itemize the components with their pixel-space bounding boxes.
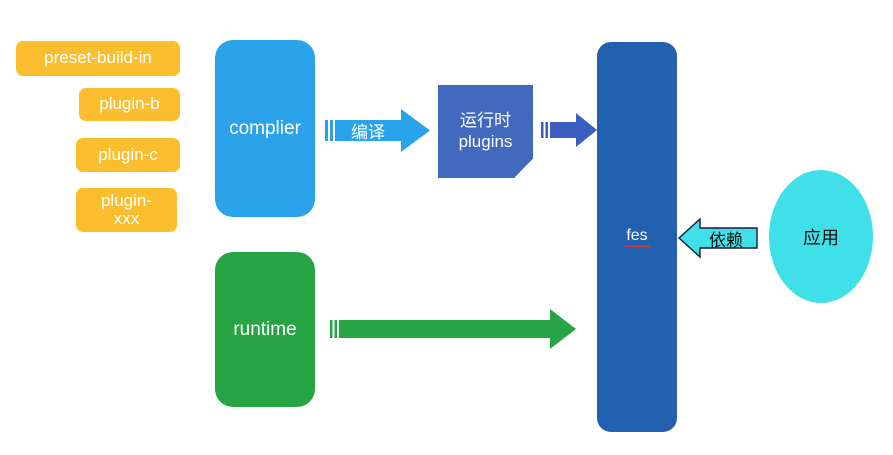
node-fes[interactable]: fes bbox=[597, 42, 677, 432]
arrow-plugins-to-fes bbox=[541, 112, 597, 148]
plugin-chip-label: plugin-c bbox=[98, 144, 158, 164]
plugin-chip-plugin-xxx[interactable]: plugin-xxx bbox=[76, 188, 177, 232]
node-app[interactable]: 应用 bbox=[769, 170, 873, 303]
node-runtime-plugins-line1: 运行时 bbox=[460, 111, 511, 131]
plugin-chip-preset-build-in[interactable]: preset-build-in bbox=[16, 41, 180, 76]
node-complier[interactable]: complier bbox=[215, 40, 315, 217]
node-runtime[interactable]: runtime bbox=[215, 252, 315, 407]
node-runtime-plugins-line2: plugins bbox=[458, 131, 513, 151]
plugin-chip-plugin-b[interactable]: plugin-b bbox=[79, 88, 180, 121]
node-runtime-label: runtime bbox=[233, 318, 297, 340]
node-fes-label: fes bbox=[625, 227, 652, 248]
arrow-depends bbox=[677, 217, 758, 259]
plugin-chip-plugin-c[interactable]: plugin-c bbox=[76, 138, 180, 172]
plugin-chip-label: plugin-b bbox=[99, 94, 160, 114]
node-app-label: 应用 bbox=[803, 227, 839, 248]
plugin-chip-label: preset-build-in bbox=[44, 48, 152, 68]
arrow-runtime-to-fes bbox=[330, 308, 576, 350]
arrow-compile bbox=[325, 108, 430, 153]
node-runtime-plugins[interactable]: 运行时 plugins bbox=[438, 85, 533, 178]
node-complier-label: complier bbox=[229, 117, 301, 139]
note-fold-corner bbox=[514, 158, 533, 178]
plugin-chip-label: plugin-xxx bbox=[100, 190, 153, 228]
